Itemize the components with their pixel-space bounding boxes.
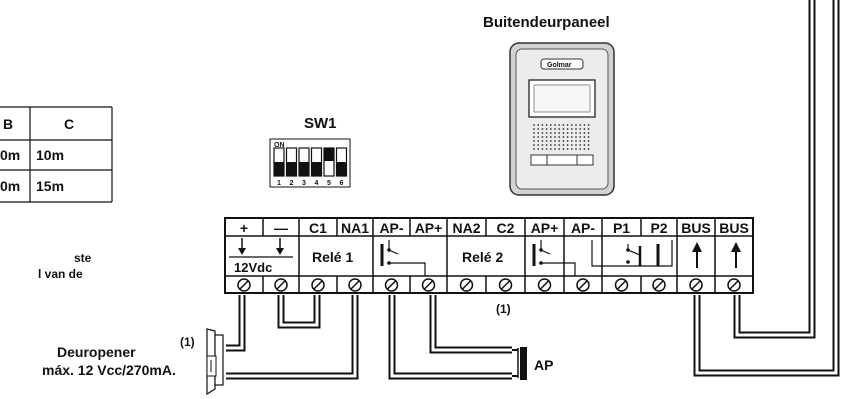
dip-number: 3	[302, 180, 306, 187]
ap-pushbutton-icon	[512, 347, 527, 380]
relay1-label: Relé 1	[312, 249, 353, 265]
table-header-c: C	[64, 116, 74, 132]
table-header-b: B	[3, 116, 13, 132]
terminal-label: AP+	[531, 220, 559, 236]
dip-lever	[273, 147, 285, 177]
dip-switch-sw1: ON 1 2 3 4 5 6	[269, 138, 351, 188]
terminal-label: BUS	[681, 220, 711, 236]
terminal-screw	[421, 278, 436, 292]
ap-label: AP	[534, 357, 553, 373]
sw1-on-label: ON	[274, 142, 285, 149]
terminal-screw	[459, 278, 474, 292]
terminal-label: AP-	[379, 220, 403, 236]
terminal-label: —	[274, 220, 288, 236]
terminal-label: +	[240, 220, 248, 236]
terminal-screw	[237, 278, 251, 292]
pushbutton-p1-p2-symbol	[591, 240, 673, 267]
panel-brand: Golmar	[547, 62, 572, 69]
cable-distance-table: B C 0m 10m 0m 15m	[0, 106, 113, 203]
panel-title: Buitendeurpaneel	[483, 14, 610, 31]
dip-lever	[285, 147, 298, 177]
relay1-contact-symbol	[380, 240, 426, 276]
terminal-screw	[348, 278, 362, 292]
power-label: 12Vdc	[234, 260, 272, 275]
door-lock-icon	[206, 328, 224, 396]
terminal-screw	[689, 278, 703, 292]
terminal-label: P2	[650, 220, 667, 236]
note-1-top: (1)	[180, 335, 195, 349]
dip-lever	[335, 147, 348, 177]
terminal-block: + — C1 NA1 AP- AP+ NA2 C2 AP+ AP- P1 P2 BUS BUS	[224, 217, 754, 294]
terminal-screw	[498, 278, 513, 292]
table-cell: 0m	[0, 147, 20, 163]
terminal-screw	[274, 278, 288, 292]
terminal-label: NA1	[341, 220, 369, 236]
side-note-line: ste	[74, 251, 92, 265]
dip-number: 4	[315, 180, 319, 187]
note-1-mid: (1)	[496, 302, 511, 316]
terminal-screw	[311, 278, 325, 292]
terminal-label: AP-	[571, 220, 595, 236]
terminal-screw	[727, 278, 741, 292]
dip-number: 2	[290, 180, 294, 187]
terminal-label: C1	[309, 220, 327, 236]
door-opener-label: Deuropener	[57, 344, 136, 360]
terminal-screw	[537, 278, 552, 292]
dip-number: 1	[277, 180, 281, 187]
terminal-label: P1	[613, 220, 630, 236]
relay2-contact-symbol	[532, 240, 576, 276]
bus-arrows	[692, 242, 741, 268]
table-cell: 15m	[36, 178, 64, 194]
terminal-screw	[576, 278, 590, 292]
table-cell: 0m	[0, 178, 20, 194]
door-opener-spec: máx. 12 Vcc/270mA.	[42, 362, 176, 378]
dip-lever	[323, 147, 335, 177]
dip-number: 5	[327, 180, 331, 187]
table-cell: 10m	[36, 147, 64, 163]
speaker-grill	[533, 124, 590, 150]
sw1-title: SW1	[304, 115, 337, 132]
terminal-screw	[614, 278, 629, 292]
terminal-screw	[384, 278, 399, 292]
dip-number: 6	[340, 180, 344, 187]
dip-lever	[298, 147, 310, 177]
terminal-screw	[652, 278, 666, 292]
side-note-line: l van de	[38, 267, 83, 281]
relay2-label: Relé 2	[462, 249, 503, 265]
terminal-label: AP+	[415, 220, 443, 236]
terminal-label: NA2	[452, 220, 480, 236]
terminal-label: BUS	[719, 220, 749, 236]
power-polarity-arrows	[229, 238, 293, 258]
dip-lever	[310, 147, 323, 177]
terminal-label: C2	[497, 220, 515, 236]
door-panel-icon: Golmar	[509, 42, 615, 196]
